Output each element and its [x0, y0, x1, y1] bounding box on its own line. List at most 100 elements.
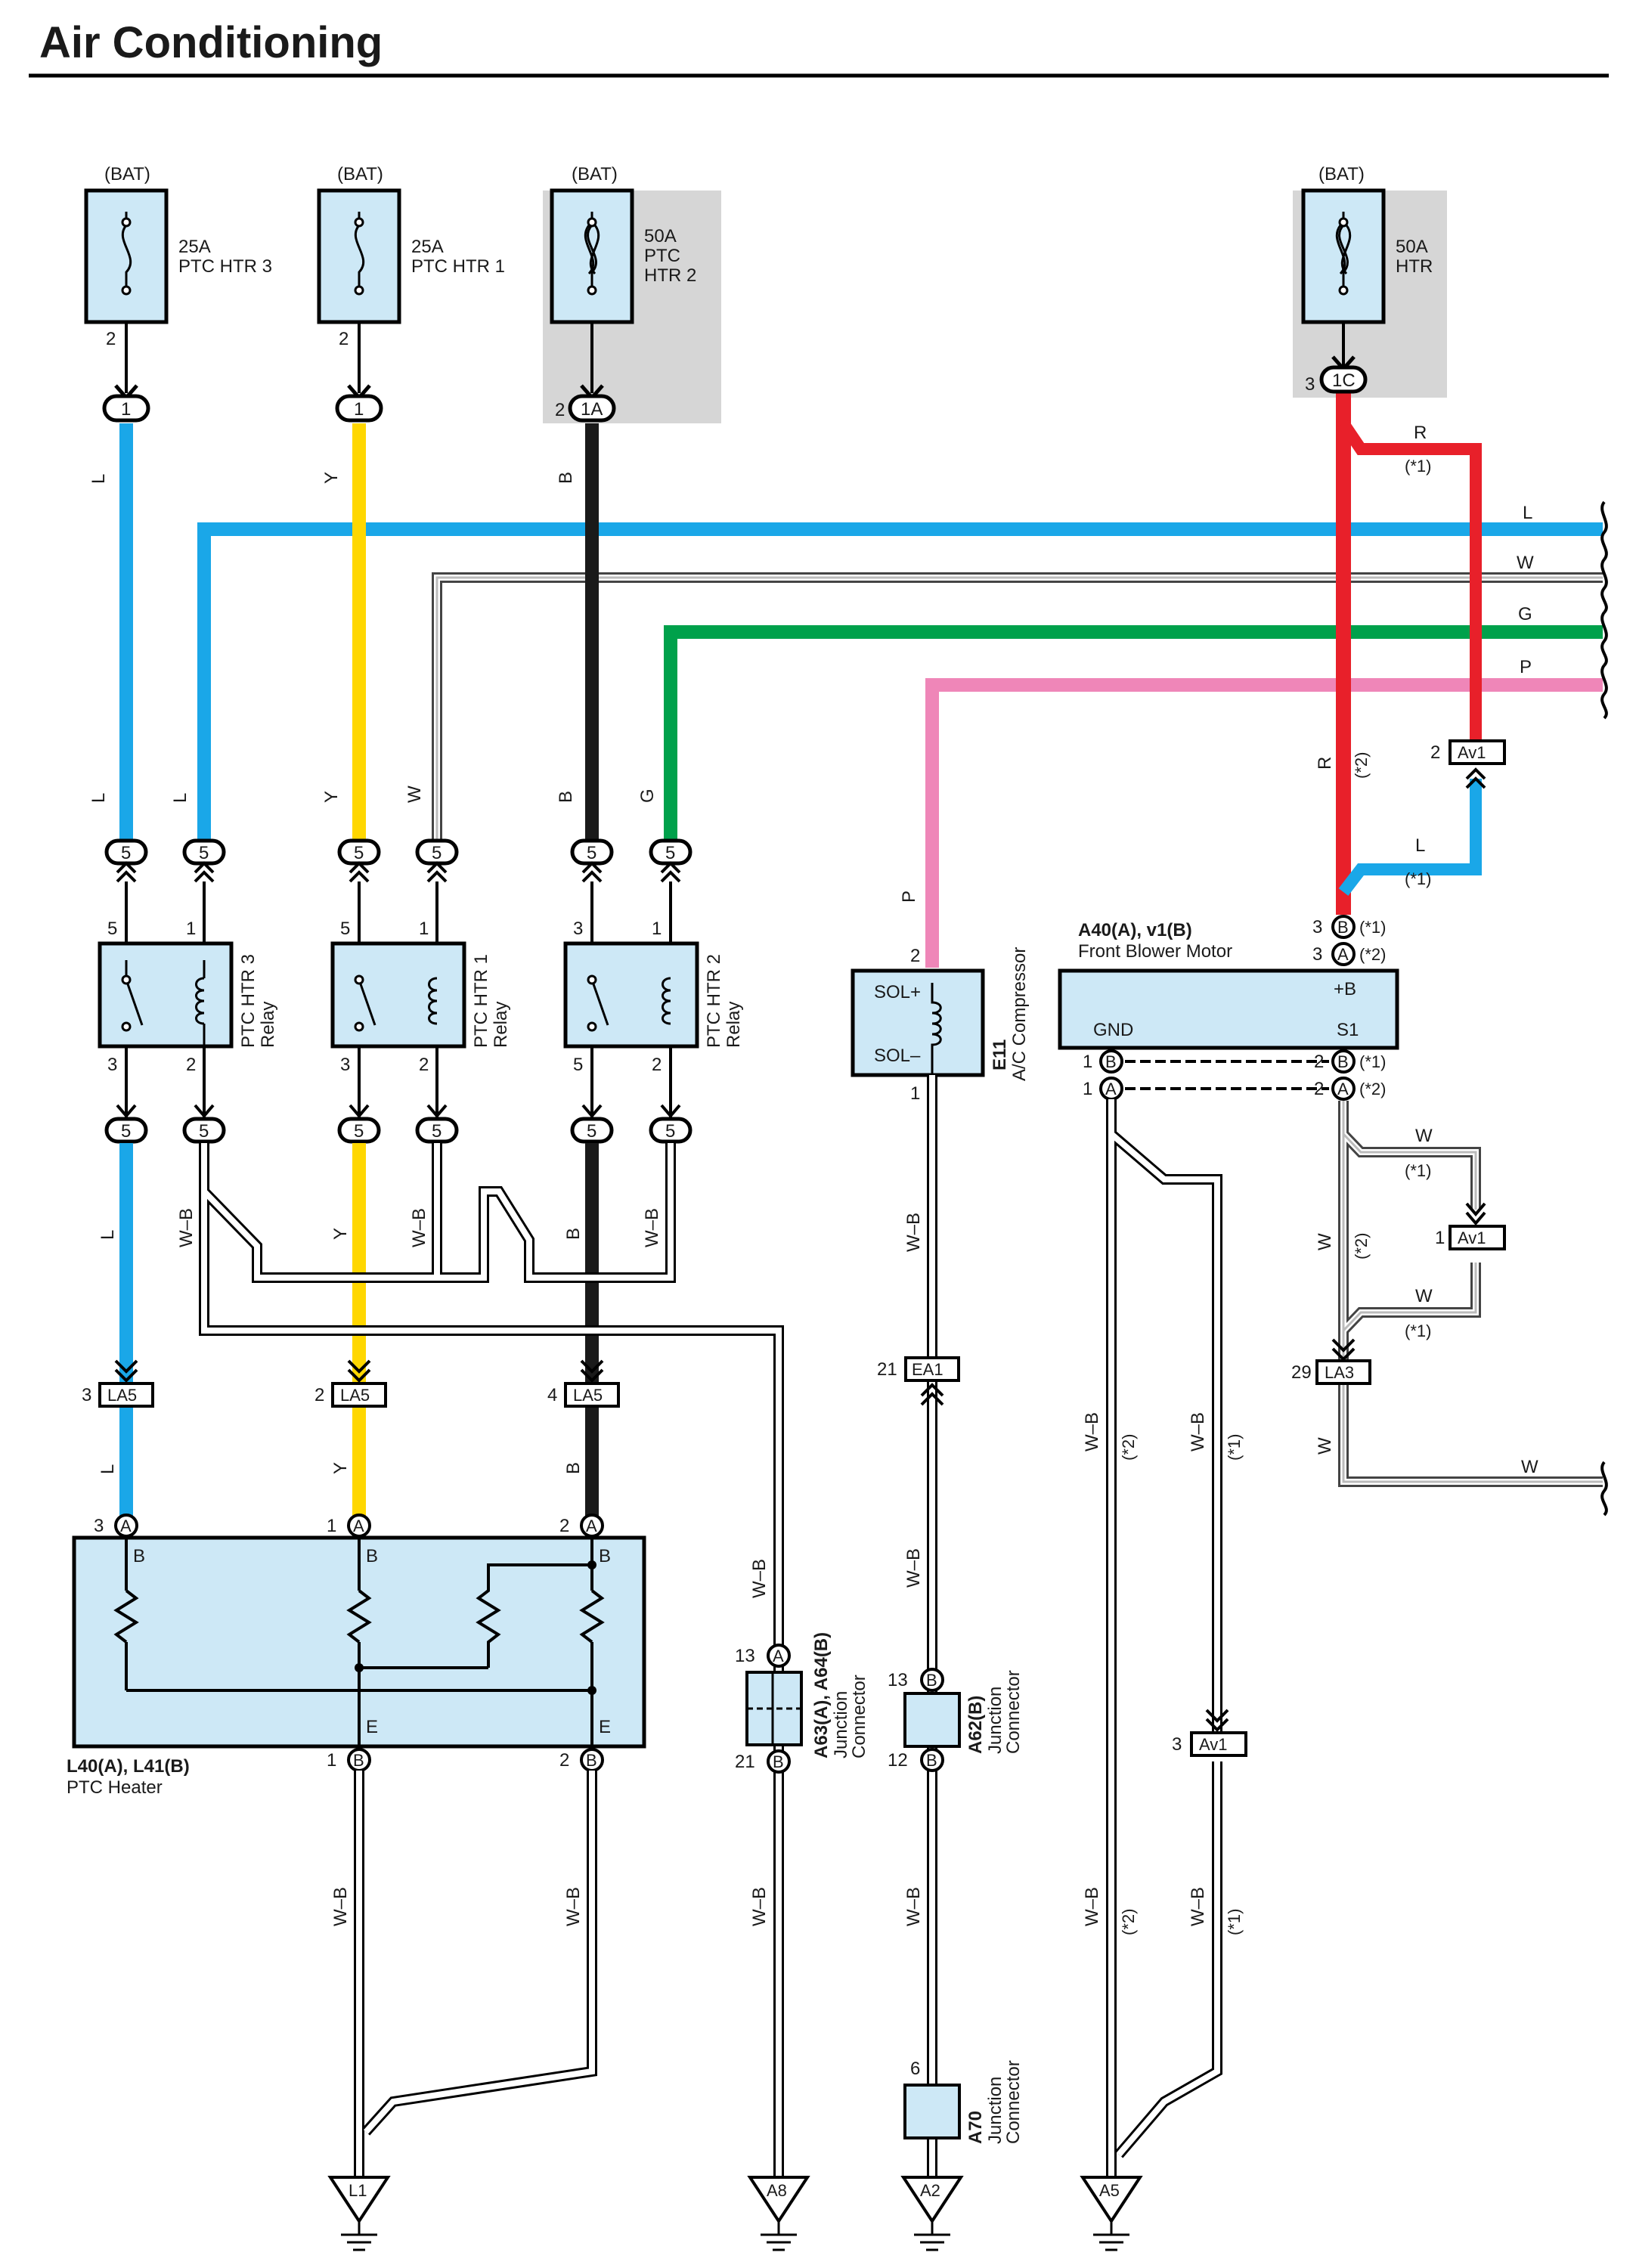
svg-text:1: 1	[327, 1750, 336, 1771]
fuse-name-line1: PTC	[644, 246, 680, 266]
wire-G-bus	[664, 625, 1603, 854]
svg-text:(*2): (*2)	[1119, 1434, 1138, 1461]
svg-text:W: W	[1521, 1457, 1538, 1477]
svg-text:5: 5	[121, 843, 131, 863]
fuse-source: (BAT)	[1318, 164, 1365, 184]
svg-text:B: B	[586, 1751, 597, 1770]
wire-L-bus	[197, 522, 1603, 854]
wire-L-blower	[1338, 779, 1482, 896]
svg-text:Junction: Junction	[985, 2077, 1005, 2144]
svg-text:SOL+: SOL+	[874, 982, 921, 1002]
ac-compressor: SOL+ SOL– 2 1 E11 A/C Compressor	[851, 946, 1030, 1104]
svg-text:2: 2	[1314, 1079, 1324, 1099]
svg-text:5: 5	[199, 1121, 209, 1142]
svg-text:B: B	[599, 1546, 611, 1566]
svg-text:W–B: W–B	[1082, 1887, 1102, 1926]
svg-text:1: 1	[910, 1083, 920, 1104]
svg-text:B: B	[926, 1751, 937, 1770]
svg-text:1: 1	[121, 399, 131, 420]
relay-ptc-htr2: 3 1 5 2 PTC HTR 2 Relay	[563, 919, 744, 1075]
svg-text:W: W	[1315, 1233, 1335, 1250]
connector-av1-top: Av1 2	[1430, 739, 1506, 789]
svg-text:2: 2	[314, 1385, 324, 1405]
wire-label: B	[563, 1462, 584, 1474]
svg-text:5: 5	[587, 843, 596, 863]
svg-text:A: A	[353, 1517, 364, 1535]
relay-ptc-htr3: 5 1 3 2 PTC HTR 3 Relay	[98, 919, 278, 1075]
relay-pin: 3	[573, 919, 583, 939]
svg-text:A8: A8	[767, 2181, 787, 2200]
connector-av1-bottom: Av1 3	[1172, 1709, 1247, 1757]
svg-text:LA3: LA3	[1325, 1363, 1354, 1382]
svg-text:A: A	[586, 1517, 597, 1535]
fuse-rating: 25A	[178, 237, 211, 257]
connector-la3: LA3 29	[1291, 1338, 1371, 1385]
svg-text:(*2): (*2)	[1359, 945, 1386, 964]
junction-connector-a70: 6 A70 Junction Connector	[903, 2059, 1024, 2144]
svg-text:21: 21	[877, 1359, 897, 1380]
svg-text:(*1): (*1)	[1405, 1161, 1431, 1180]
wire-label: Y	[330, 1462, 351, 1474]
svg-text:W: W	[1415, 1126, 1433, 1146]
wire-label: L	[88, 474, 109, 484]
component-code: A70	[965, 2111, 986, 2144]
page-title: Air Conditioning	[39, 18, 383, 67]
svg-text:A: A	[1337, 945, 1349, 964]
top-connectors: 1 1 1A 1C	[102, 355, 1368, 423]
svg-text:A: A	[1337, 1080, 1349, 1098]
svg-text:LA5: LA5	[107, 1386, 137, 1405]
svg-text:B: B	[1105, 1052, 1117, 1071]
svg-text:2: 2	[1430, 742, 1440, 763]
fuse-htr: (BAT) 50A HTR 3	[1301, 164, 1433, 395]
svg-text:1: 1	[327, 1516, 336, 1536]
relay-pin: 1	[652, 919, 662, 939]
svg-text:5: 5	[665, 843, 675, 863]
wire-label: L	[1523, 503, 1532, 523]
wire-label: W	[1517, 553, 1534, 573]
svg-text:5: 5	[665, 1121, 675, 1142]
relay-pin: 5	[340, 919, 350, 939]
svg-text:W–B: W–B	[1188, 1887, 1208, 1926]
svg-text:(*2): (*2)	[1359, 1080, 1386, 1098]
wire-label: Y	[321, 791, 342, 803]
wire-label: Y	[321, 472, 342, 484]
component-code: E11	[990, 1040, 1010, 1070]
svg-text:B: B	[353, 1751, 364, 1770]
svg-text:B: B	[366, 1546, 378, 1566]
wire-label: W–B	[903, 1548, 924, 1588]
svg-text:Connector: Connector	[1003, 1670, 1024, 1754]
junction-5-upper: 5 5 5 5 5 5	[104, 838, 693, 883]
relay-pin: 3	[340, 1055, 350, 1075]
fuse-rating: 50A	[644, 226, 677, 246]
wire-label: B	[556, 791, 576, 803]
component-code: A40(A), v1(B)	[1078, 920, 1192, 940]
svg-text:(*1): (*1)	[1359, 1052, 1386, 1071]
svg-text:1: 1	[354, 399, 364, 420]
fuse-source: (BAT)	[337, 164, 383, 184]
svg-text:(*1): (*1)	[1405, 1321, 1431, 1340]
svg-text:Junction: Junction	[985, 1687, 1005, 1754]
connector-ea1: EA1 21	[877, 1356, 960, 1406]
svg-text:+B: +B	[1334, 979, 1356, 999]
relay-pin: 5	[573, 1055, 583, 1075]
svg-text:5: 5	[354, 843, 364, 863]
fuse-rating: 50A	[1396, 237, 1428, 257]
fuse-name-line2: HTR 2	[644, 265, 696, 286]
svg-text:5: 5	[587, 1121, 596, 1142]
relay-suffix: Relay	[491, 1002, 511, 1048]
svg-text:Junction: Junction	[831, 1691, 851, 1758]
svg-text:L1: L1	[349, 2181, 367, 2200]
ground-A5: A5	[1080, 2176, 1143, 2251]
wire-label: L	[170, 793, 191, 803]
svg-text:W–B: W–B	[1188, 1412, 1208, 1452]
wire-label: R	[1315, 757, 1335, 770]
svg-text:W–B: W–B	[1082, 1412, 1102, 1452]
relay-pin: 1	[186, 919, 196, 939]
wire-label: L	[88, 793, 109, 803]
svg-text:B: B	[1337, 1052, 1349, 1071]
wire-label: L	[98, 1464, 118, 1474]
ground-A8: A8	[747, 2176, 810, 2251]
wire-label: L	[1415, 835, 1425, 856]
junction-connector-a63: A 13 B 21 A63(A), A64(B) Junction Connec…	[735, 1632, 869, 2177]
wire-label: L	[98, 1230, 118, 1240]
